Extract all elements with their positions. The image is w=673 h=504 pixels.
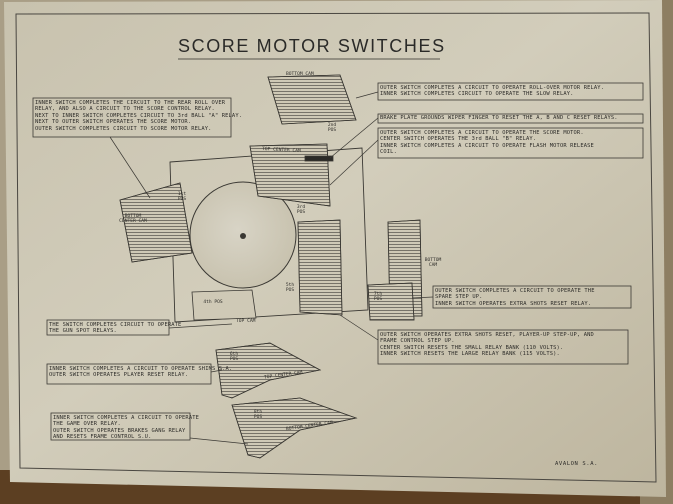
label-pos-3rd: 3rd POS [296,205,306,216]
note-extra-shots: OUTER SWITCH OPERATES EXTRA SHOTS RESET,… [380,332,594,358]
note-line: CENTER SWITCH RESETS THE SMALL RELAY BAN… [380,344,564,351]
note-box-the-switch [46,319,170,336]
note-line: OUTER SWITCH OPERATES PLAYER RESET RELAY… [49,372,189,379]
label-bottom-cam-top: BOTTOM CAM [286,72,314,77]
note-line: OUTER SWITCH COMPLETES A CIRCUIT TO OPER… [380,85,605,91]
note-box-brake [377,113,644,124]
note-line: OUTER SWITCH COMPLETES CIRCUIT TO SCORE … [35,125,212,132]
note-line: INNER SWITCH COMPLETES A CIRCUIT TO OPER… [380,142,594,149]
note-box-inner-left [32,97,232,138]
note-box-frame [50,412,191,441]
note-line: BRAKE PLATE GROUNDS WIPER FINGER TO RESE… [380,115,618,121]
note-line: THE GAME OVER RELAY. [53,421,121,428]
note-frame: INNER SWITCH COMPLETES A CIRCUIT TO OPER… [53,415,199,441]
label-bottom-cam-right: BOTTOM CAM [424,258,442,269]
note-player-reset: INNER SWITCH COMPLETES A CIRCUIT TO OPER… [49,366,232,379]
bottom-center-cam-lower-switch [231,397,358,459]
top-cam-switch [297,219,343,316]
note-line: RELAY, AND ALSO A CIRCUIT TO THE SCORE C… [35,106,215,113]
label-top-cam: TOP CAM [236,319,256,324]
maker-mark: AVALON S.A. [555,461,599,467]
note-line: INNER SWITCH COMPLETES A CIRCUIT TO OPER… [53,415,200,421]
page-title: SCORE MOTOR SWITCHES [178,36,446,56]
note-line: INNER SWITCH RESETS THE LARGE RELAY BANK… [380,351,560,358]
note-line: INNER SWITCH COMPLETES THE CIRCUIT TO TH… [35,100,226,106]
note-line: INNER SWITCH COMPLETES A CIRCUIT TO OPER… [49,366,233,372]
note-brake: BRAKE PLATE GROUNDS WIPER FINGER TO RESE… [380,115,618,121]
note-line: OUTER SWITCH COMPLETES A CIRCUIT TO OPER… [435,288,595,294]
leader-lines [109,91,434,445]
top-center-cam-switch [249,143,334,207]
label-pos-5th: 5th POS [285,283,295,294]
note-spare: OUTER SWITCH COMPLETES A CIRCUIT TO OPER… [435,288,595,307]
note-the-switch: THE SWITCH COMPLETES CIRCUIT TO OPERATE … [49,322,181,335]
note-line: THE GUN SPOT RELAYS. [49,328,117,335]
label-pos-8th: 8th POS [253,410,263,421]
bottom-cam-switch-right [367,219,423,321]
label-bottom-center-cam: BOTTOM CENTER CAM [119,214,147,225]
page-border [15,12,657,483]
note-line: NEXT TO INNER SWITCH COMPLETES CIRCUIT T… [35,112,243,119]
label-pos-4th: 4th POS [203,300,223,305]
note-line: INNER SWITCH OPERATES EXTRA SHOTS RESET … [435,300,592,307]
note-line: CENTER SWITCH OPERATES THE 3rd BALL "B" … [380,136,537,143]
note-line: AND RESETS FRAME CONTROL S.U. [53,434,152,441]
note-line: OUTER SWITCH OPERATES BRAKES GANG RELAY [53,427,186,434]
note-line: SPARE STEP UP. [435,294,483,301]
note-line: INNER SWITCH COMPLETES CIRCUIT TO OPERAT… [380,91,574,98]
bottom-center-cam-switch [119,182,193,263]
note-line: OUTER SWITCH COMPLETES A CIRCUIT TO OPER… [380,130,584,136]
note-inner-left: INNER SWITCH COMPLETES THE CIRCUIT TO TH… [35,100,242,132]
label-pos-7th: 7th POS [373,292,383,303]
note-score-motor: OUTER SWITCH COMPLETES A CIRCUIT TO OPER… [380,130,594,156]
note-box-player-reset [46,363,212,385]
label-pos-6th: 6th POS [229,352,239,363]
label-pos-1st: 1st POS [177,192,187,203]
label-pos-2nd: 2nd POS [327,123,337,134]
note-line: NEXT TO OUTER SWITCH OPERATES THE SCORE … [35,119,192,126]
note-line: THE SWITCH COMPLETES CIRCUIT TO OPERATE [49,322,182,328]
note-line: FRAME CONTROL STEP UP. [380,338,455,345]
note-line: COIL. [380,149,397,156]
note-line: OUTER SWITCH OPERATES EXTRA SHOTS RESET,… [380,332,594,338]
note-box-rollover [377,82,644,101]
top-center-cam-lower-switch [215,342,322,399]
bottom-cam-switch-top [267,74,357,125]
note-rollover: OUTER SWITCH COMPLETES A CIRCUIT TO OPER… [380,85,604,98]
note-box-score-motor [377,127,644,159]
note-box-extra-shots [377,329,629,365]
lower-left-plate-switch [191,289,257,321]
disc-hub [240,233,246,239]
